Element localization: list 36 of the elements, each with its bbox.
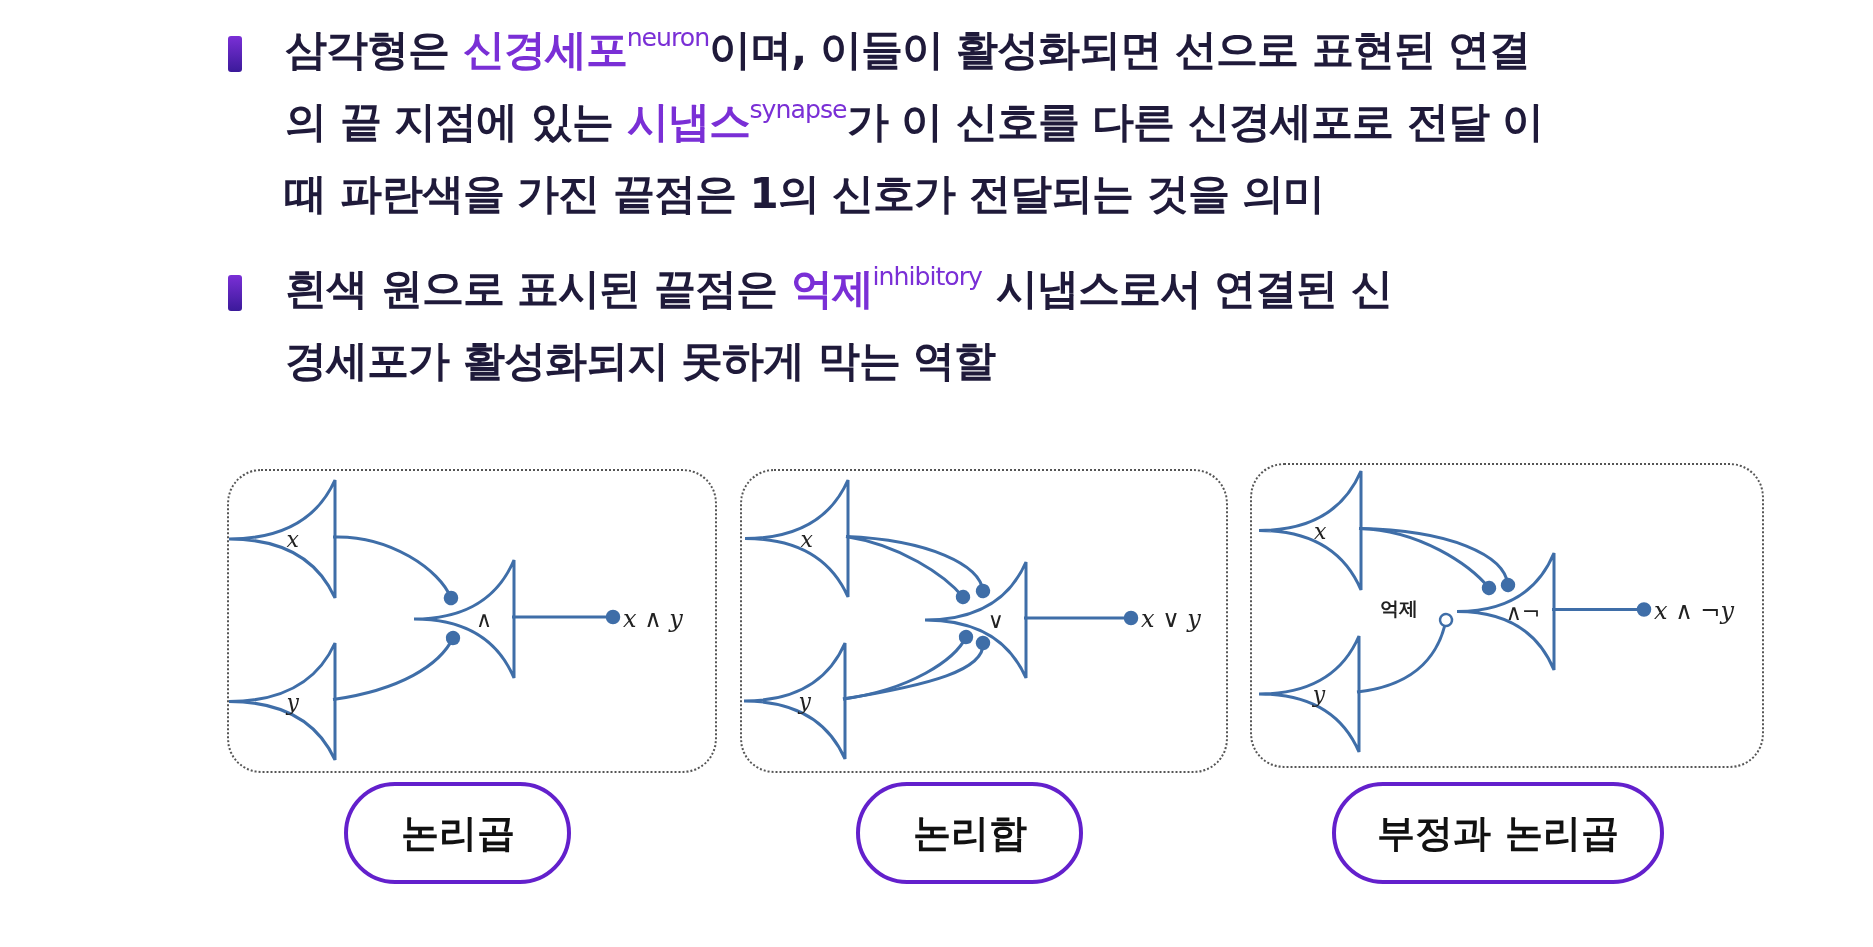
output-formula: x ∧ ¬y [1654, 594, 1764, 628]
synapse-line [1358, 527, 1516, 593]
neuron-triangle [744, 643, 845, 759]
output-formula: x ∧ y [623, 602, 713, 636]
neuron-triangle [1259, 471, 1361, 590]
neuron-label: y [1312, 681, 1326, 707]
synapse-line [842, 635, 991, 701]
neuron-triangle [925, 562, 1026, 678]
bullet-text: 삼각형은 신경세포$^{neuron}$이며, 이들이 활성화되면 선으로 표현된 연결의 끝 지점에 있는 시냅스$^{synapse}$가 이 신호를 다른 신경세포로 전달 이때 파란색을 가진 끝점은 1의 신호가 전달되는 것을 의미 [285, 22, 1545, 220]
synapse-line [845, 535, 971, 605]
neuron-label: x [800, 526, 813, 551]
synapse-line [332, 630, 461, 701]
neuron-label: ∨ [987, 607, 1004, 633]
neuron-triangle [1259, 636, 1359, 752]
diagram-panel [1250, 463, 1764, 768]
output-formula: x ∨ y [1141, 602, 1231, 636]
neuron-label: y [798, 688, 811, 714]
neuron-triangle [745, 480, 848, 597]
neuron-triangle [229, 643, 335, 760]
neuron-triangle [414, 560, 514, 678]
neuron-label: ∧ [475, 606, 493, 632]
neuron-label: ∧¬ [1505, 599, 1541, 624]
neuron-triangle [229, 480, 335, 598]
neuron-triangle [1457, 553, 1554, 670]
caption-pill: 논리곱 [344, 782, 571, 884]
neuron-label: y [286, 689, 299, 714]
inhibitory-synapse-line [1356, 612, 1454, 694]
synapse-line [845, 535, 991, 599]
diagram-panel [227, 469, 717, 773]
neuron-label: x [286, 526, 299, 552]
caption-pill: 부정과 논리곱 [1332, 782, 1664, 884]
diagram-panel [740, 469, 1228, 773]
inhibitory-label: 억제 [1380, 596, 1418, 621]
caption-pill: 논리합 [856, 782, 1083, 884]
bullet-text: 흰색 원으로 표시된 끝점은 억제$^{inhibitory}$ 시냅스로서 연결된 신경세포가 활성화되지 못하게 막는 역할 [285, 261, 1393, 387]
neuron-label: x [1314, 518, 1327, 543]
